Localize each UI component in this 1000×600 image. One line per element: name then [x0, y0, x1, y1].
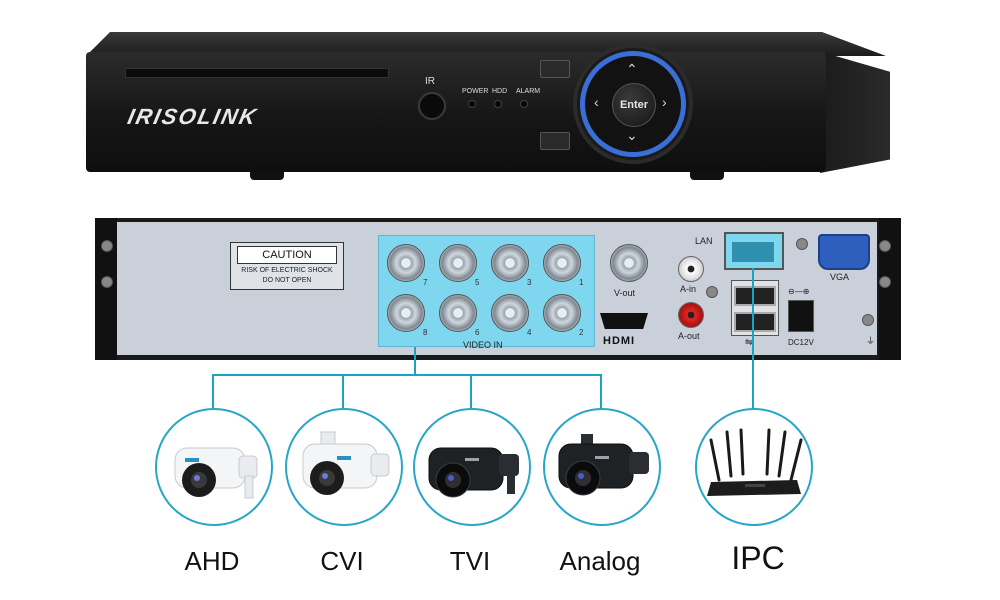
connector-line	[414, 347, 416, 375]
bnc-connector[interactable]	[543, 244, 581, 282]
black-bullet-camera-icon	[428, 447, 519, 498]
audio-in-jack[interactable]	[678, 256, 704, 282]
rear-ear-right	[879, 218, 901, 360]
lan-port[interactable]	[724, 232, 784, 270]
hdd-led	[494, 100, 502, 108]
left-arrow-icon[interactable]: ‹	[594, 94, 599, 110]
dvr-foot	[250, 172, 284, 180]
vga-label: VGA	[830, 272, 850, 282]
ahd-camera-circle	[155, 408, 273, 526]
screw	[101, 276, 113, 288]
white-bullet-camera-icon	[174, 447, 258, 499]
connector-line	[600, 374, 602, 408]
video-in-panel: 7 5 3 1 8 6 4 2	[378, 235, 595, 347]
screw	[706, 286, 718, 298]
lan-label: LAN	[695, 236, 713, 246]
analog-camera-circle	[543, 408, 661, 526]
dc-label: DC12V	[788, 338, 814, 347]
bnc-connector[interactable]	[387, 244, 425, 282]
right-arrow-icon[interactable]: ›	[662, 94, 667, 110]
ir-label: IR	[425, 76, 435, 87]
cvi-label: CVI	[320, 546, 364, 576]
polarity-icon: ⊖—⊕	[788, 287, 810, 296]
bnc-connector[interactable]	[543, 294, 581, 332]
ipc-label: IPC	[731, 540, 785, 576]
audio-out-label: A-out	[678, 331, 700, 341]
bnc-connector[interactable]	[439, 244, 477, 282]
bnc-number: 2	[579, 328, 584, 337]
brand-logo: IRISOLINK	[125, 104, 260, 129]
front-button-bottom[interactable]	[540, 132, 570, 150]
connector-line	[342, 374, 344, 408]
ground-icon: ⏚	[866, 336, 876, 346]
usb-port[interactable]	[734, 312, 776, 332]
bnc-number: 8	[423, 328, 428, 337]
dvr-foot	[690, 172, 724, 180]
front-button-top[interactable]	[540, 60, 570, 78]
connector-line	[212, 374, 602, 376]
disc-slot	[125, 68, 389, 78]
bnc-connector[interactable]	[439, 294, 477, 332]
enter-button[interactable]: Enter	[612, 83, 656, 127]
ahd-label: AHD	[184, 546, 240, 576]
bnc-number: 4	[527, 328, 532, 337]
tvi-camera-circle	[413, 408, 531, 526]
analog-label: Analog	[559, 546, 641, 576]
caution-line-2: DO NOT OPEN	[262, 277, 312, 284]
usb-icon: ⇋	[745, 337, 753, 347]
led-label-power: POWER	[462, 88, 489, 95]
up-arrow-icon[interactable]: ⌃	[626, 61, 638, 77]
audio-in-label: A-in	[680, 284, 697, 294]
audio-out-jack[interactable]	[678, 302, 704, 328]
cvi-camera-circle	[285, 408, 403, 526]
connector-line	[470, 374, 472, 408]
down-arrow-icon[interactable]: ⌄	[626, 127, 638, 143]
dvr-front-view: IRISOLINK IR POWER HDD ALARM ⌃ ⌄ ‹ › Ent…	[0, 0, 1000, 200]
bnc-number: 6	[475, 328, 480, 337]
led-label-hdd: HDD	[492, 88, 508, 95]
router-icon	[707, 428, 803, 496]
bnc-number: 3	[527, 278, 532, 287]
video-in-label: VIDEO IN	[463, 340, 503, 350]
bnc-connector[interactable]	[491, 244, 529, 282]
caution-line-1: RISK OF ELECTRIC SHOCK	[241, 267, 333, 274]
white-bullet-camera-icon	[302, 431, 390, 495]
vout-connector[interactable]	[610, 244, 648, 282]
vout-label: V-out	[614, 288, 636, 298]
dc-power-port[interactable]	[788, 300, 814, 332]
caution-title: CAUTION	[237, 246, 337, 264]
bnc-number: 1	[579, 278, 584, 287]
connector-line	[752, 268, 754, 410]
screw	[796, 238, 808, 250]
screw	[879, 276, 891, 288]
vga-port[interactable]	[818, 234, 870, 270]
screw	[101, 240, 113, 252]
bnc-connector[interactable]	[387, 294, 425, 332]
bnc-connector[interactable]	[491, 294, 529, 332]
bnc-number: 7	[423, 278, 428, 287]
power-led	[468, 100, 476, 108]
dvr-side-panel	[820, 51, 890, 173]
screw	[862, 314, 874, 326]
alarm-led	[520, 100, 528, 108]
black-bullet-camera-icon	[558, 434, 649, 496]
led-label-alarm: ALARM	[516, 88, 541, 95]
ipc-router-circle	[695, 408, 813, 526]
caution-label: CAUTION RISK OF ELECTRIC SHOCK DO NOT OP…	[230, 242, 344, 290]
screw	[879, 240, 891, 252]
tvi-label: TVI	[449, 546, 491, 576]
connector-line	[212, 374, 214, 408]
hdmi-port[interactable]	[600, 313, 648, 329]
lan-socket	[732, 242, 774, 262]
rear-ear-left	[95, 218, 117, 360]
usb-ports	[731, 280, 779, 336]
ir-sensor	[418, 92, 446, 120]
hdmi-logo: HDMI	[603, 335, 636, 347]
bnc-number: 5	[475, 278, 480, 287]
usb-port[interactable]	[734, 286, 776, 306]
